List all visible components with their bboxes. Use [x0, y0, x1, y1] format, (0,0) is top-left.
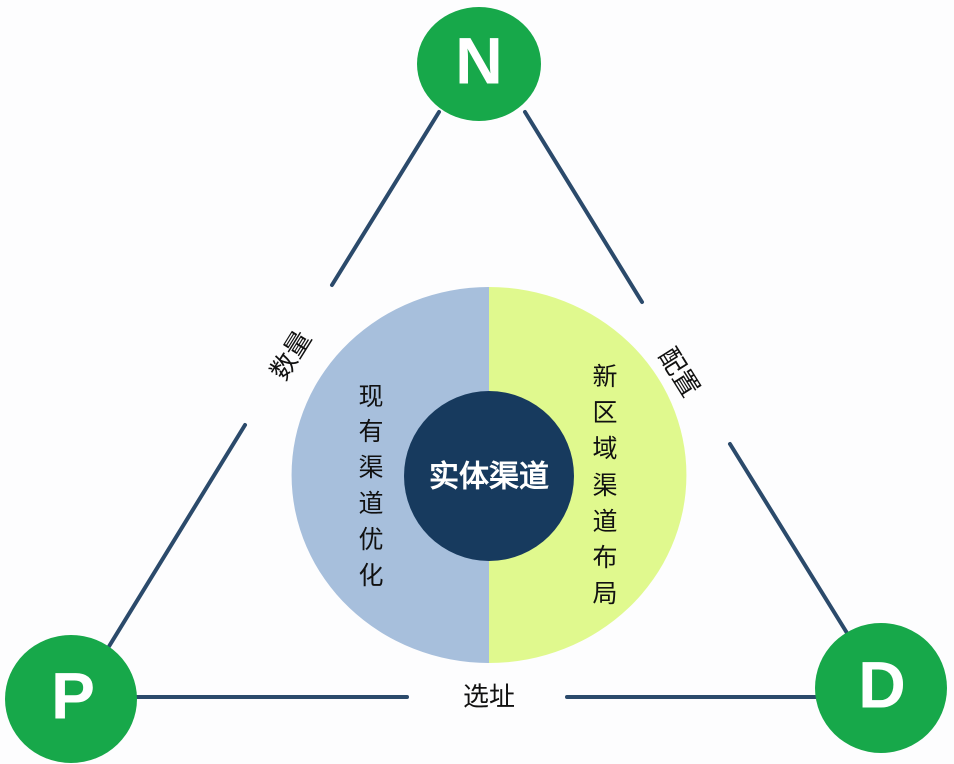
left-char: 现	[358, 382, 383, 411]
node-d-circle	[815, 623, 947, 753]
left-char: 有	[358, 417, 383, 446]
right-vertical-text: 新 区 域 渠 道 布 局	[592, 362, 617, 608]
edge-label-site-selection: 选址	[463, 683, 515, 713]
node-n: N	[417, 7, 541, 121]
left-vertical-text: 现 有 渠 道 优 化	[358, 382, 383, 590]
edge-label-quantity: 数量	[265, 326, 318, 386]
right-char: 区	[592, 398, 617, 427]
node-n-circle	[417, 7, 541, 121]
right-half-new-region	[489, 287, 687, 663]
right-char: 新	[592, 362, 617, 391]
edge-n-p-lower	[106, 423, 247, 650]
right-char: 域	[592, 434, 617, 463]
node-d: D	[815, 623, 947, 753]
center-label: 实体渠道	[429, 460, 549, 495]
left-char: 化	[358, 561, 383, 590]
node-p-letter: P	[51, 658, 95, 732]
node-d-letter: D	[858, 647, 906, 721]
right-char: 渠	[592, 471, 617, 500]
center-circle	[404, 391, 574, 561]
left-char: 优	[358, 525, 383, 554]
node-p: P	[5, 635, 137, 763]
left-char: 渠	[358, 453, 383, 482]
edge-n-p-upper	[330, 110, 441, 287]
node-p-circle	[5, 635, 137, 763]
edge-n-d-lower	[728, 442, 849, 635]
left-half-existing	[291, 287, 489, 663]
edge-n-d-upper	[523, 110, 644, 304]
right-char: 道	[592, 507, 617, 536]
right-char: 布	[592, 543, 617, 572]
right-char: 局	[592, 579, 617, 608]
channel-circle	[291, 287, 687, 663]
edge-lines	[106, 110, 849, 699]
left-char: 道	[358, 489, 383, 518]
node-n-letter: N	[455, 23, 503, 97]
